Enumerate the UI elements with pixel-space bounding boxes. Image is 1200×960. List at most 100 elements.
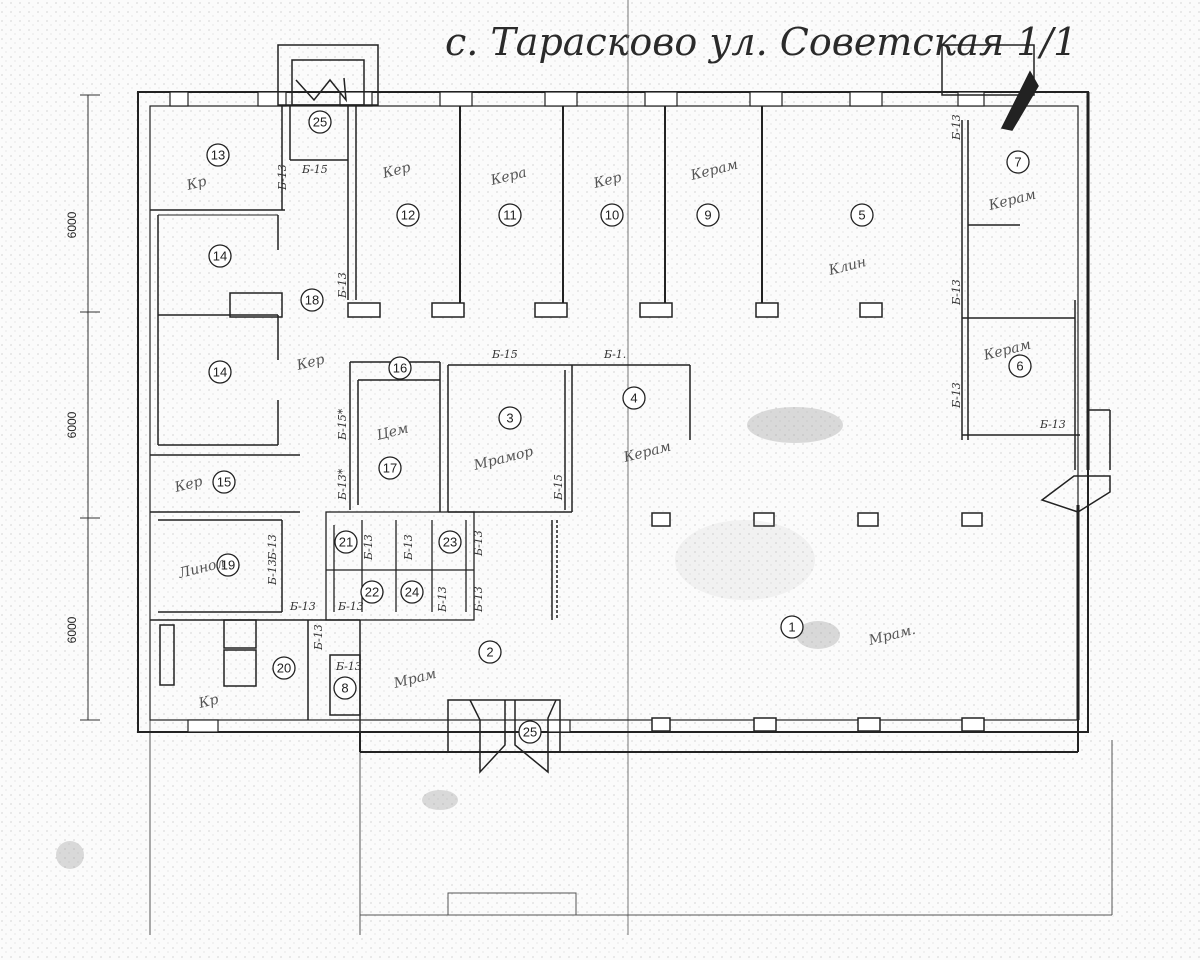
room-number: 8 (341, 681, 348, 696)
room-marker: 4 (622, 386, 646, 410)
room-marker: 21 (334, 530, 358, 554)
wall-label: Б-15 (491, 348, 518, 361)
room-marker: 19 (216, 553, 240, 577)
room-marker-circle (334, 530, 358, 554)
interior-walls-bottom-left (159, 619, 361, 732)
room-marker: 13 (206, 143, 230, 167)
room-marker-circle (208, 360, 232, 384)
room-number: 6 (1016, 359, 1023, 374)
wall-label: Б-13 (950, 279, 963, 306)
door-right-exit (1040, 475, 1111, 513)
room-marker-circle (696, 203, 720, 227)
room-marker-circle (780, 615, 804, 639)
room-marker: 11 (498, 203, 522, 227)
wall-label: Б-13 (289, 600, 316, 613)
interior-walls-left (150, 106, 360, 621)
room-number: 11 (503, 208, 517, 223)
dimension-label-bottom: 6000 (65, 616, 79, 643)
floor-note: Кер (172, 474, 204, 497)
room-marker-circle (518, 720, 542, 744)
room-number: 22 (365, 585, 379, 600)
room-number: 17 (383, 461, 397, 476)
wall-label: Б-13 (1039, 418, 1066, 431)
room-marker-circle (212, 470, 236, 494)
dimension-line (80, 94, 100, 721)
room-marker-circle (208, 244, 232, 268)
wall-label: Б-13 (950, 114, 963, 141)
porch-area (149, 720, 1113, 935)
room-marker: 22 (360, 580, 384, 604)
wall-label: Б-13 (337, 600, 364, 613)
room-marker-circle (478, 640, 502, 664)
wall-label: Б-13 (335, 660, 362, 673)
columns (347, 302, 985, 732)
wall-label: Б-13 (276, 164, 289, 191)
room-marker: 10 (600, 203, 624, 227)
room-number: 15 (217, 475, 231, 490)
room-marker: 3 (498, 406, 522, 430)
room-number: 18 (305, 293, 319, 308)
partition-walls-upper (459, 106, 763, 303)
wall-label: Б-1. (603, 348, 626, 361)
dimension-label-middle: 6000 (65, 411, 79, 438)
room-marker-circle (438, 530, 462, 554)
room-number: 4 (630, 391, 637, 406)
floor-note: Кр (196, 692, 220, 713)
room-number: 3 (506, 411, 513, 426)
room-number: 25 (523, 725, 537, 740)
room-marker-circle (1008, 354, 1032, 378)
room-number: 14 (213, 249, 227, 264)
floor-note: Кер (591, 170, 623, 193)
room-number: 21 (339, 535, 353, 550)
room-marker: 2 (478, 640, 502, 664)
room-marker-circle (272, 656, 296, 680)
plan-title: с. Тарасково ул. Советская 1/1 (445, 20, 1077, 64)
room-marker-circle (622, 386, 646, 410)
room-marker-circle (388, 356, 412, 380)
room-marker: 18 (300, 288, 324, 312)
room-marker-circle (498, 203, 522, 227)
wall-label: Б-13 (436, 586, 449, 613)
room-number: 16 (393, 361, 407, 376)
wall-label: Б-13 (402, 534, 415, 561)
wall-label: Б-13 (362, 534, 375, 561)
wall-label: Б-15 (301, 163, 328, 176)
room-number: 1 (788, 620, 795, 635)
room-marker: 25 (518, 720, 542, 744)
room-marker: 9 (696, 203, 720, 227)
room-marker: 14 (208, 360, 232, 384)
scan-smudges (56, 407, 843, 869)
room-number: 5 (858, 208, 865, 223)
room-marker: 15 (212, 470, 236, 494)
room-number: 12 (401, 208, 415, 223)
floor-note: Кер (380, 160, 412, 183)
room-marker-circle (360, 580, 384, 604)
room-marker-circle (850, 203, 874, 227)
entrance-porch-bottom (447, 699, 561, 774)
room-number: 9 (704, 208, 711, 223)
entrance-porch-right (941, 44, 1039, 131)
room-marker-circle (308, 110, 332, 134)
room-marker: 14 (208, 244, 232, 268)
room-number: 24 (405, 585, 419, 600)
room-number: 7 (1014, 155, 1021, 170)
room-marker-circle (378, 456, 402, 480)
room-marker-circle (1006, 150, 1030, 174)
room-number: 19 (221, 558, 235, 573)
room-number: 10 (605, 208, 619, 223)
room-marker-circle (216, 553, 240, 577)
wall-label: Б-13 (472, 586, 485, 613)
wall-label: Б-15 (552, 474, 565, 501)
room-marker: 5 (850, 203, 874, 227)
room-marker-circle (600, 203, 624, 227)
room-marker: 8 (333, 676, 357, 700)
room-marker-circle (333, 676, 357, 700)
floor-note: Цем (375, 421, 410, 444)
dimension-label-top: 6000 (65, 211, 79, 238)
room-marker: 20 (272, 656, 296, 680)
room-number: 13 (211, 148, 225, 163)
room-number-markers: 1234567891011121314141516171819202122232… (206, 110, 1032, 744)
room-marker: 16 (388, 356, 412, 380)
room-number: 25 (313, 115, 327, 130)
